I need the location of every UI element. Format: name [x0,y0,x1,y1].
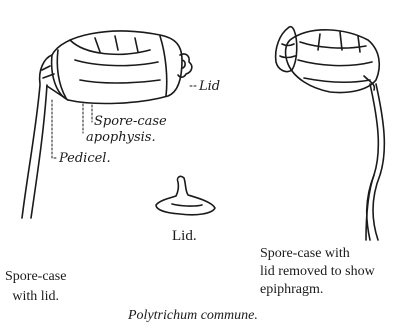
species-caption: Polytrichum commune. [128,308,258,324]
detached-lid-caption: Lid. [172,228,197,245]
apophysis-label: apophysis. [86,130,156,145]
left-pedicel-drawing [22,85,47,218]
detached-lid-drawing [156,176,215,214]
lid-label: Lid [198,79,220,94]
right-caption: Spore-case with lid removed to show epip… [260,245,375,299]
right-capsule-drawing [286,30,380,93]
right-pedicel-drawing [366,84,384,240]
right-caption-line-2: lid removed to show [260,263,375,281]
left-caption-line-2: with lid. [5,287,66,307]
spore-case-label: Spore-case [94,114,167,129]
left-caption: Spore-case with lid. [5,267,66,307]
left-capsule-drawing [52,31,182,103]
left-caption-line-1: Spore-case [5,267,66,287]
right-caption-line-1: Spore-case with [260,245,375,263]
pedicel-label: Pedicel. [58,151,111,166]
right-caption-line-3: epiphragm. [260,281,375,299]
left-lid-drawing [178,54,192,77]
